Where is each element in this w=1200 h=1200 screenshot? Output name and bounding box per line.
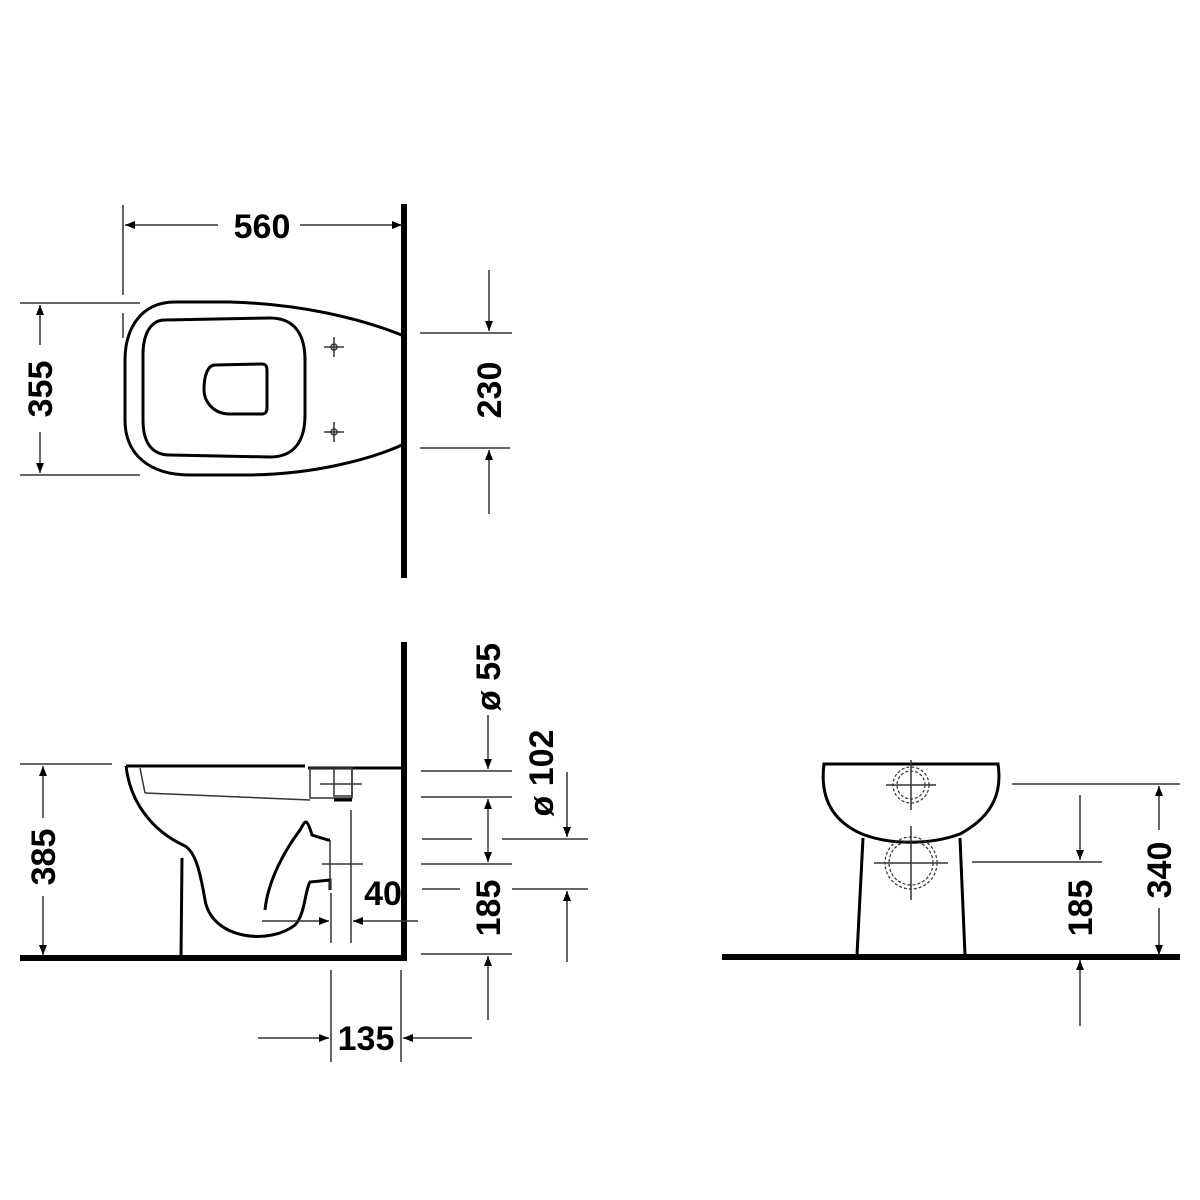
- bowl-outline-top: [123, 300, 405, 477]
- bowl-profile-side: [124, 765, 332, 938]
- dim-outlet-diameter: ø 102: [523, 730, 561, 817]
- front-view: 185 340: [722, 760, 1180, 1026]
- dim-fixing-spacing: 230: [471, 362, 509, 419]
- dim-width: 355: [22, 361, 60, 418]
- side-view: 385 40 135 ø 55 185 ø 102: [20, 642, 588, 1062]
- dim-inlet-height: 340: [1141, 842, 1179, 899]
- inlet-circle-icon: [886, 760, 936, 810]
- dim-rim-height: 385: [25, 829, 63, 886]
- fixing-hole-icon: [324, 422, 344, 442]
- dim-front-outlet-height: 185: [1062, 880, 1100, 937]
- fixing-hole-icon: [324, 337, 344, 357]
- trap-profile-side: [263, 820, 330, 911]
- dim-outlet-height: 185: [470, 880, 508, 937]
- seat-rim-top: [141, 316, 307, 459]
- top-view: 560 355 230: [20, 204, 512, 578]
- dim-outlet-projection: 40: [364, 875, 402, 913]
- outlet-circle-icon: [874, 826, 948, 900]
- dim-inlet-diameter: ø 55: [470, 643, 508, 711]
- dim-wall-to-outlet: 135: [338, 1020, 395, 1058]
- drain-opening-top: [202, 362, 269, 416]
- bowl-outline-front: [821, 762, 1001, 844]
- dim-length: 560: [234, 208, 291, 246]
